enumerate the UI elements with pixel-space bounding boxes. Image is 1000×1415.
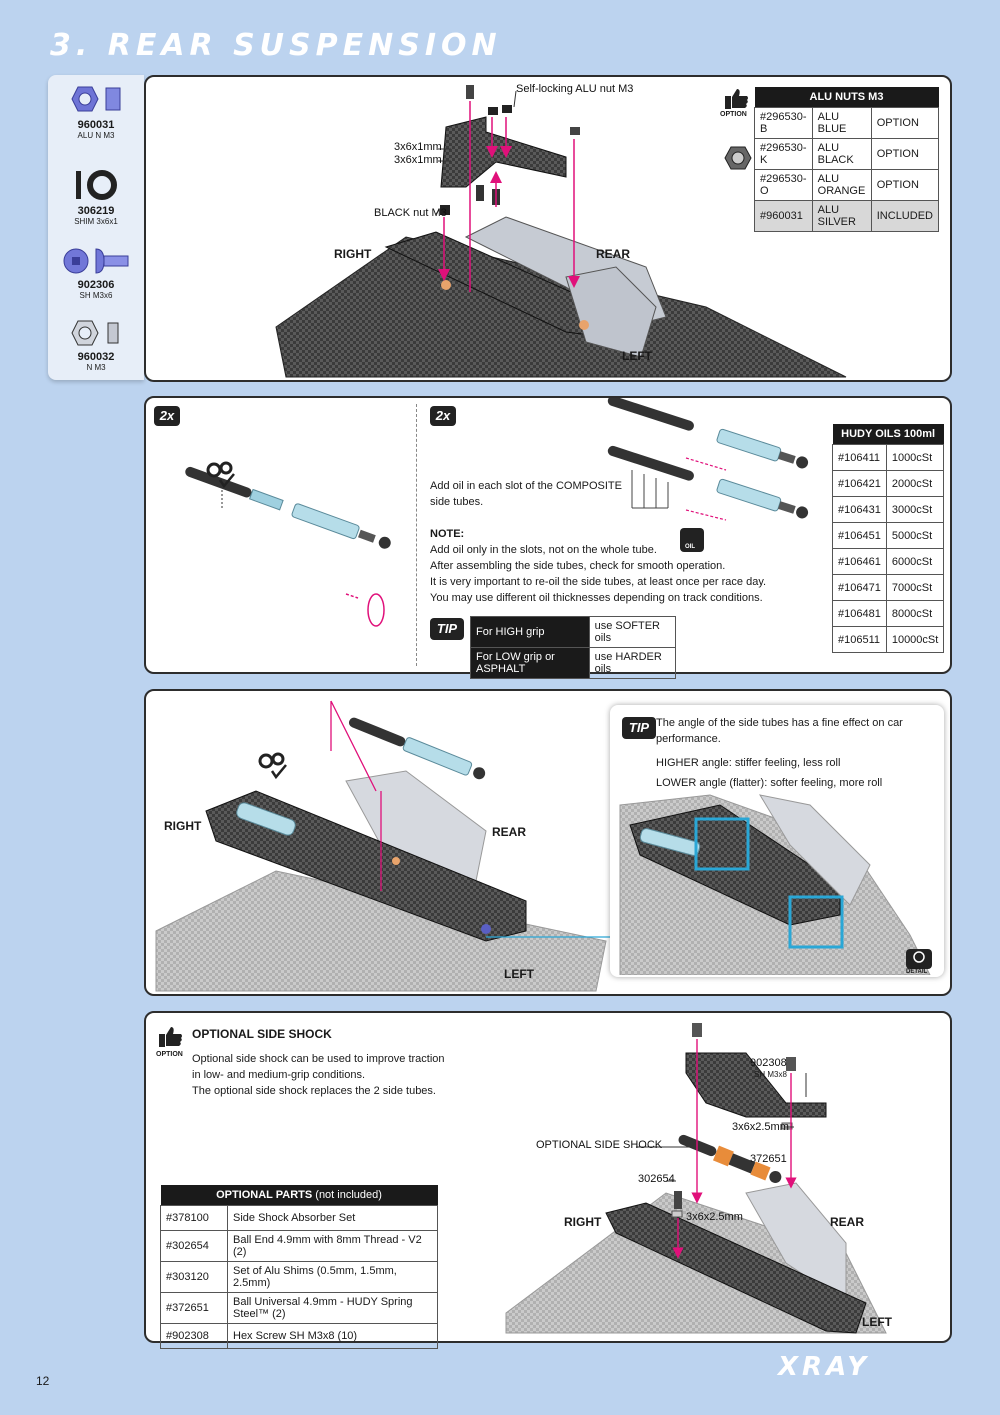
label-302654: 302654 <box>638 1173 675 1185</box>
label-black-nut: BLACK nut M3 <box>374 207 447 219</box>
table-header: ALU NUTS M3 <box>754 87 939 108</box>
quantity-badge: 2x <box>154 406 180 426</box>
label-shim-a: 3x6x1mm <box>394 141 442 153</box>
direction-right: RIGHT <box>164 819 202 833</box>
alu-nut-icon <box>724 146 752 170</box>
direction-left: LEFT <box>862 1315 892 1329</box>
divider <box>416 404 417 666</box>
part-name: ALU N M3 <box>77 131 115 140</box>
description: Optional side shock can be used to impro… <box>192 1053 445 1065</box>
tip-text: LOWER angle (flatter): softer feeling, m… <box>656 777 883 789</box>
page-number: 12 <box>36 1374 50 1388</box>
side-shock-illustration <box>505 1023 887 1334</box>
tip-icon: TIP <box>430 618 464 640</box>
chassis-assembly-illustration <box>275 85 847 378</box>
page-title: 3. REAR SUSPENSION <box>50 28 502 63</box>
tip-text: The angle of the side tubes has a fine e… <box>656 717 903 745</box>
table-header: HUDY OILS 100ml <box>832 424 944 445</box>
direction-left: LEFT <box>504 967 534 981</box>
label-shim-b: 3x6x1mm <box>394 154 442 166</box>
step-panel-1: Self-locking ALU nut M3 3x6x1mm 3x6x1mm … <box>144 75 952 382</box>
shim-icon <box>76 170 117 200</box>
detail-label: DETAIL <box>906 969 928 975</box>
label-372651: 372651 <box>750 1153 787 1165</box>
note-line: Add oil only in the slots, not on the wh… <box>430 544 657 556</box>
brand-logo: XRAY <box>778 1352 871 1382</box>
screw-icon <box>63 248 129 274</box>
note-line: You may use different oil thicknesses de… <box>430 592 763 604</box>
part-number: 960031 <box>77 119 115 131</box>
label-shim-bottom: 3x6x2.5mm <box>686 1211 743 1223</box>
label-optional-side-shock: OPTIONAL SIDE SHOCK <box>536 1139 663 1151</box>
table-header: OPTIONAL PARTS (not included) <box>160 1185 438 1206</box>
description: The optional side shock replaces the 2 s… <box>192 1085 436 1097</box>
direction-rear: REAR <box>830 1215 865 1229</box>
parts-sidebar: 960031 ALU N M3 306219 SHIM 3x6x1 902306… <box>48 75 144 380</box>
description: in low- and medium-grip conditions. <box>192 1069 366 1081</box>
section-title: OPTIONAL SIDE SHOCK <box>192 1027 332 1041</box>
part-number: 960032 <box>77 351 115 363</box>
direction-rear: REAR <box>492 825 527 839</box>
part-number: 902306 <box>77 279 115 291</box>
oil-instruction: Add oil in each slot of the COMPOSITE <box>430 480 622 492</box>
note-line: After assembling the side tubes, check f… <box>430 560 726 572</box>
step-panel-4: OPTION OPTIONAL SIDE SHOCK Optional side… <box>144 1011 952 1349</box>
part-name: SH M3x6 <box>79 291 113 300</box>
option-label: OPTION <box>156 1051 183 1058</box>
magnifier-icon <box>906 949 932 969</box>
direction-left: LEFT <box>622 349 652 363</box>
note-title: NOTE: <box>430 528 465 540</box>
quantity-badge: 2x <box>430 406 456 426</box>
alu-nut-icon <box>71 86 121 112</box>
side-tube-illustration <box>185 398 809 627</box>
tip-callout: TIP The angle of the side tubes has a fi… <box>610 705 944 977</box>
label-shim-top: 3x6x2.5mm <box>732 1121 789 1133</box>
step-panel-3: RIGHT REAR LEFT TIP The angle of the sid… <box>144 689 952 996</box>
oil-icon: OIL <box>685 544 695 550</box>
thumbs-up-icon <box>159 1027 182 1047</box>
step-panel-2: 2x 2x <box>144 396 952 679</box>
direction-right: RIGHT <box>564 1215 602 1229</box>
part-name: N M3 <box>86 363 106 372</box>
part-name: SHIM 3x6x1 <box>74 217 118 226</box>
direction-rear: REAR <box>596 247 631 261</box>
detail-illustration <box>619 794 931 975</box>
thumbs-up-icon <box>725 89 748 109</box>
label-sh-m3x8: SH M3x8 <box>754 1070 787 1079</box>
tip-icon: TIP <box>622 717 656 739</box>
part-number: 306219 <box>77 205 115 217</box>
tip-text: HIGHER angle: stiffer feeling, less roll <box>656 757 841 769</box>
label-902308: 902308 <box>750 1057 787 1069</box>
note-line: It is very important to re-oil the side … <box>430 576 767 588</box>
label-self-locking-nut: Self-locking ALU nut M3 <box>516 83 634 95</box>
direction-right: RIGHT <box>334 247 372 261</box>
oil-instruction-2: side tubes. <box>430 496 484 508</box>
side-tube-mounting-illustration <box>155 700 801 992</box>
nut-icon <box>71 320 119 346</box>
option-label: OPTION <box>720 111 747 118</box>
